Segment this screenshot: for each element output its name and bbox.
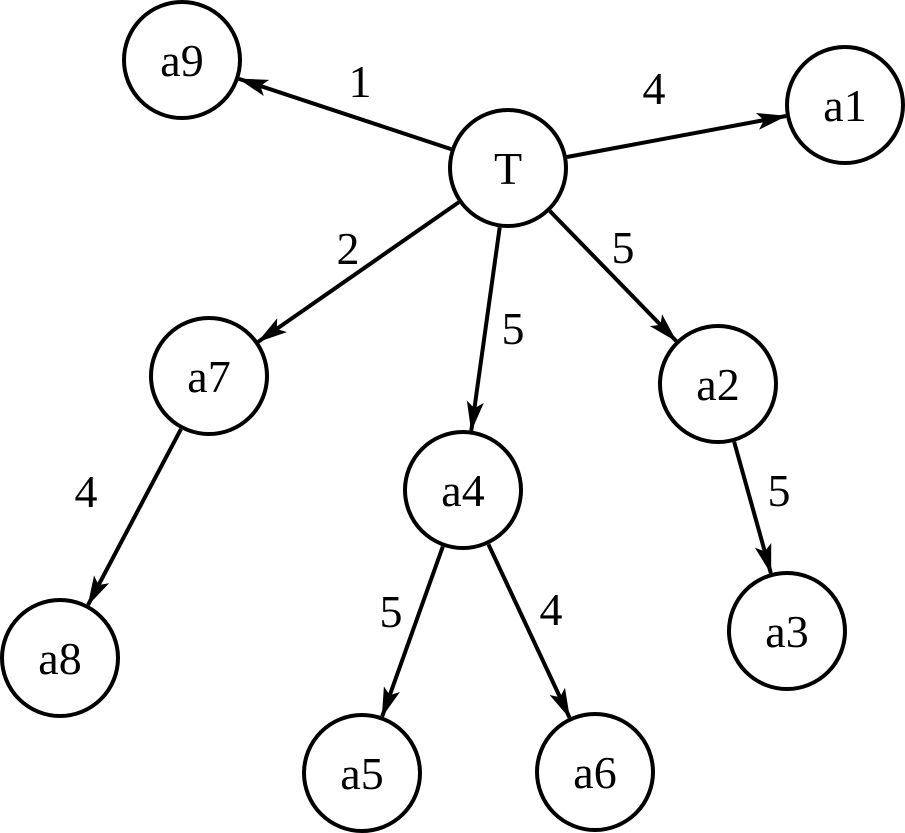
node-circle-a1	[785, 45, 905, 165]
node-label-a6: a6	[573, 747, 616, 798]
node-label-a9: a9	[160, 35, 203, 86]
edge-a4-a6	[486, 543, 572, 719]
edge-T-a4	[466, 227, 502, 432]
node-label-a8: a8	[38, 633, 81, 684]
edge-weight-T-a7: 2	[337, 223, 360, 274]
edge-weight-T-a1: 4	[643, 63, 666, 114]
node-circle-a7	[149, 316, 269, 436]
node-label-a2: a2	[696, 359, 739, 410]
node-circle-a3	[727, 571, 847, 691]
edge-weight-T-a9: 1	[349, 56, 372, 107]
node-label-a7: a7	[187, 351, 230, 402]
edge-weight-a7-a8: 4	[75, 466, 98, 517]
node-circle-a8	[0, 598, 120, 718]
edge-T-a1	[566, 112, 788, 159]
edge-weight-T-a2: 5	[612, 222, 635, 273]
edge-T-a7	[257, 200, 460, 344]
node-label-T: T	[494, 143, 522, 194]
edge-T-a9	[238, 76, 452, 152]
node-label-a5: a5	[340, 748, 383, 799]
node-circle-T	[448, 108, 568, 228]
node-label-a4: a4	[441, 465, 484, 516]
node-label-a1: a1	[823, 80, 866, 131]
edge-weight-T-a4: 5	[502, 303, 525, 354]
edge-weight-a4-a5: 5	[380, 586, 403, 637]
edge-a7-a8	[86, 428, 183, 606]
edge-T-a2	[548, 209, 678, 343]
edge-weight-a4-a6: 4	[540, 584, 563, 635]
node-circle-a4	[403, 430, 523, 550]
node-circle-a5	[302, 713, 422, 833]
edge-a4-a5	[380, 545, 445, 718]
node-label-a3: a3	[765, 606, 808, 657]
edge-weight-a2-a3: 5	[768, 465, 791, 516]
node-circle-a9	[122, 0, 242, 120]
edge-a2-a3	[732, 441, 773, 575]
node-circle-a2	[658, 324, 778, 444]
node-circle-a6	[535, 712, 655, 832]
